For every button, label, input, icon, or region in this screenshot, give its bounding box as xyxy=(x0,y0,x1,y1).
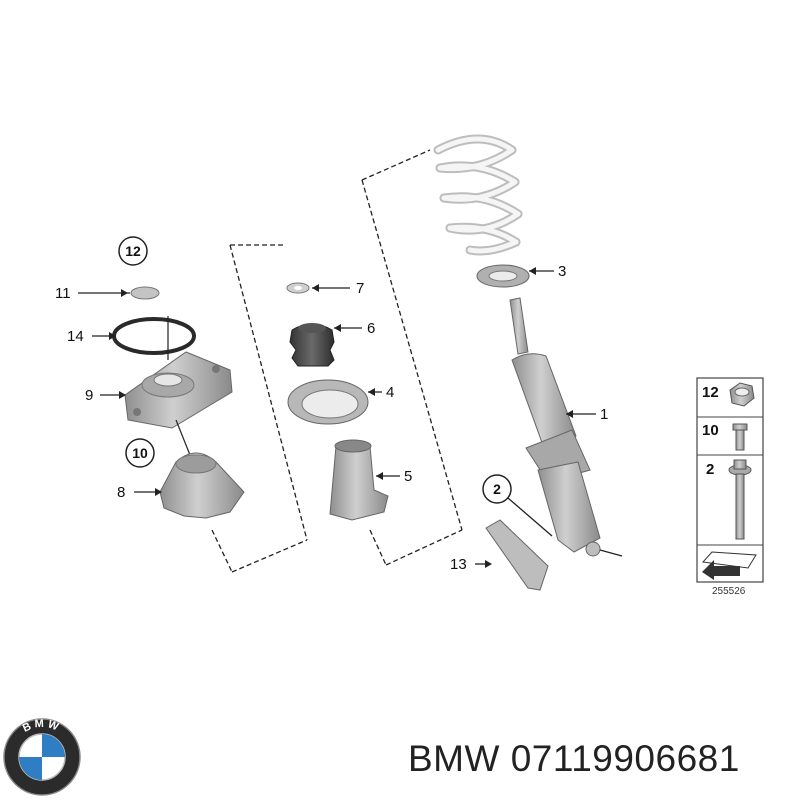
callout-10-circled: 10 xyxy=(132,445,148,461)
callout-13: 13 xyxy=(450,556,467,573)
group-bracket-left xyxy=(211,244,308,573)
orientation-icon xyxy=(701,551,757,580)
part-bearing-ring-4 xyxy=(287,379,369,425)
legend-row-2: 2 xyxy=(706,461,714,478)
drawing-number: 255526 xyxy=(712,586,746,597)
part-spring-seat-8 xyxy=(159,452,245,519)
logo-lettering: BMW xyxy=(21,718,63,735)
callout-4: 4 xyxy=(386,384,394,401)
callout-2-circled: 2 xyxy=(493,481,501,497)
nut-icon xyxy=(729,382,755,407)
callout-circle xyxy=(118,236,148,266)
callout-circle xyxy=(482,474,512,504)
part-bracket-13 xyxy=(485,519,549,591)
callout-circle xyxy=(125,438,155,468)
callout-8: 8 xyxy=(117,484,125,501)
callout-3: 3 xyxy=(558,263,566,280)
fastener-legend: 12 10 2 255526 xyxy=(696,377,764,597)
part-number-caption: BMW 07119906681 xyxy=(408,738,740,779)
callout-11: 11 xyxy=(55,285,71,302)
callout-14: 14 xyxy=(67,328,84,345)
callout-6: 6 xyxy=(367,320,375,337)
bolt-icon xyxy=(732,423,748,451)
part-spring-pad-3 xyxy=(476,264,530,288)
callout-12-circled: 12 xyxy=(125,243,141,259)
leader-arrows xyxy=(109,267,573,568)
leader-line xyxy=(175,419,191,456)
callout-1: 1 xyxy=(600,406,608,423)
group-bracket-right xyxy=(361,149,463,566)
parts-diagram: 12 10 2 11 14 9 8 7 6 4 5 3 1 13 12 10 2 xyxy=(55,134,764,597)
part-dust-boot-5 xyxy=(329,439,389,521)
callout-7: 7 xyxy=(356,280,364,297)
part-washer-11 xyxy=(130,286,160,300)
legend-row-12: 12 xyxy=(702,384,719,401)
part-strut-mount-9 xyxy=(124,351,233,429)
bmw-logo: BMW xyxy=(3,718,81,796)
callout-9: 9 xyxy=(85,387,93,404)
part-shock-absorber-1 xyxy=(509,297,623,557)
callout-5: 5 xyxy=(404,468,412,485)
part-bump-stop-6 xyxy=(289,323,335,367)
legend-row-10: 10 xyxy=(702,422,719,439)
long-bolt-icon xyxy=(728,459,752,540)
part-ring-14 xyxy=(112,317,196,355)
